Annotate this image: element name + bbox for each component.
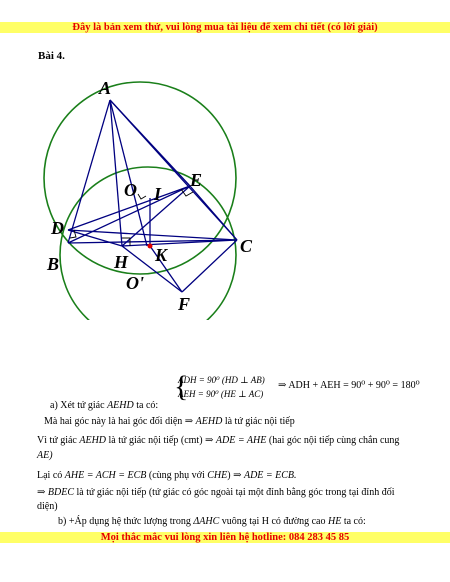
preview-banner: Đây là bản xem thử, vui lòng mua tài liệ… — [0, 22, 450, 33]
line-6: ⇒ BDEC là tứ giác nội tiếp (tứ giác có g… — [37, 487, 395, 498]
label-D: D — [50, 218, 64, 238]
label-E: E — [189, 170, 202, 190]
label-H: H — [113, 252, 129, 272]
section-title: Bài 4. — [38, 50, 65, 62]
label-I: I — [153, 184, 162, 204]
label-A: A — [98, 78, 111, 98]
line-3: Vì tứ giác AEHD là tứ giác nội tiếp (cmt… — [37, 435, 400, 446]
system-result: ⇒ ADH + AEH = 90⁰ + 90⁰ = 180⁰ — [278, 380, 420, 391]
hotline-banner: Mọi thắc mắc vui lòng xin liên hệ hotlin… — [0, 532, 450, 543]
line-4: AE) — [37, 450, 53, 461]
system-brace: { — [174, 370, 189, 403]
line-5: Lại có AHE = ACH = ECB (cùng phụ với CHE… — [37, 470, 297, 481]
label-F: F — [177, 294, 190, 314]
circle-O-prime — [59, 166, 237, 320]
label-K: K — [154, 245, 169, 265]
line-2: Mà hai góc này là hai góc đối diện ⇒ AEH… — [44, 416, 295, 427]
label-B: B — [46, 254, 59, 274]
label-O: O — [124, 180, 137, 200]
circle-O — [43, 81, 237, 275]
part-b-intro: b) +Áp dụng hệ thức lượng trong ΔAHC vuô… — [58, 516, 366, 527]
geometry-figure: A B C D E F H K I O O' — [43, 78, 253, 320]
label-C: C — [240, 236, 253, 256]
part-a-intro: a) Xét tứ giác AEHD ta có: — [50, 400, 159, 411]
line-7: diện) — [37, 501, 58, 512]
system-line-2: AEH = 90⁰ (HE ⊥ AC) — [178, 389, 264, 399]
label-O-prime: O' — [126, 273, 144, 293]
system-line-1: ADH = 90⁰ (HD ⊥ AB) — [178, 375, 265, 385]
equation-system: ADH = 90⁰ (HD ⊥ AB) AEH = 90⁰ (HE ⊥ AC) — [178, 373, 265, 401]
